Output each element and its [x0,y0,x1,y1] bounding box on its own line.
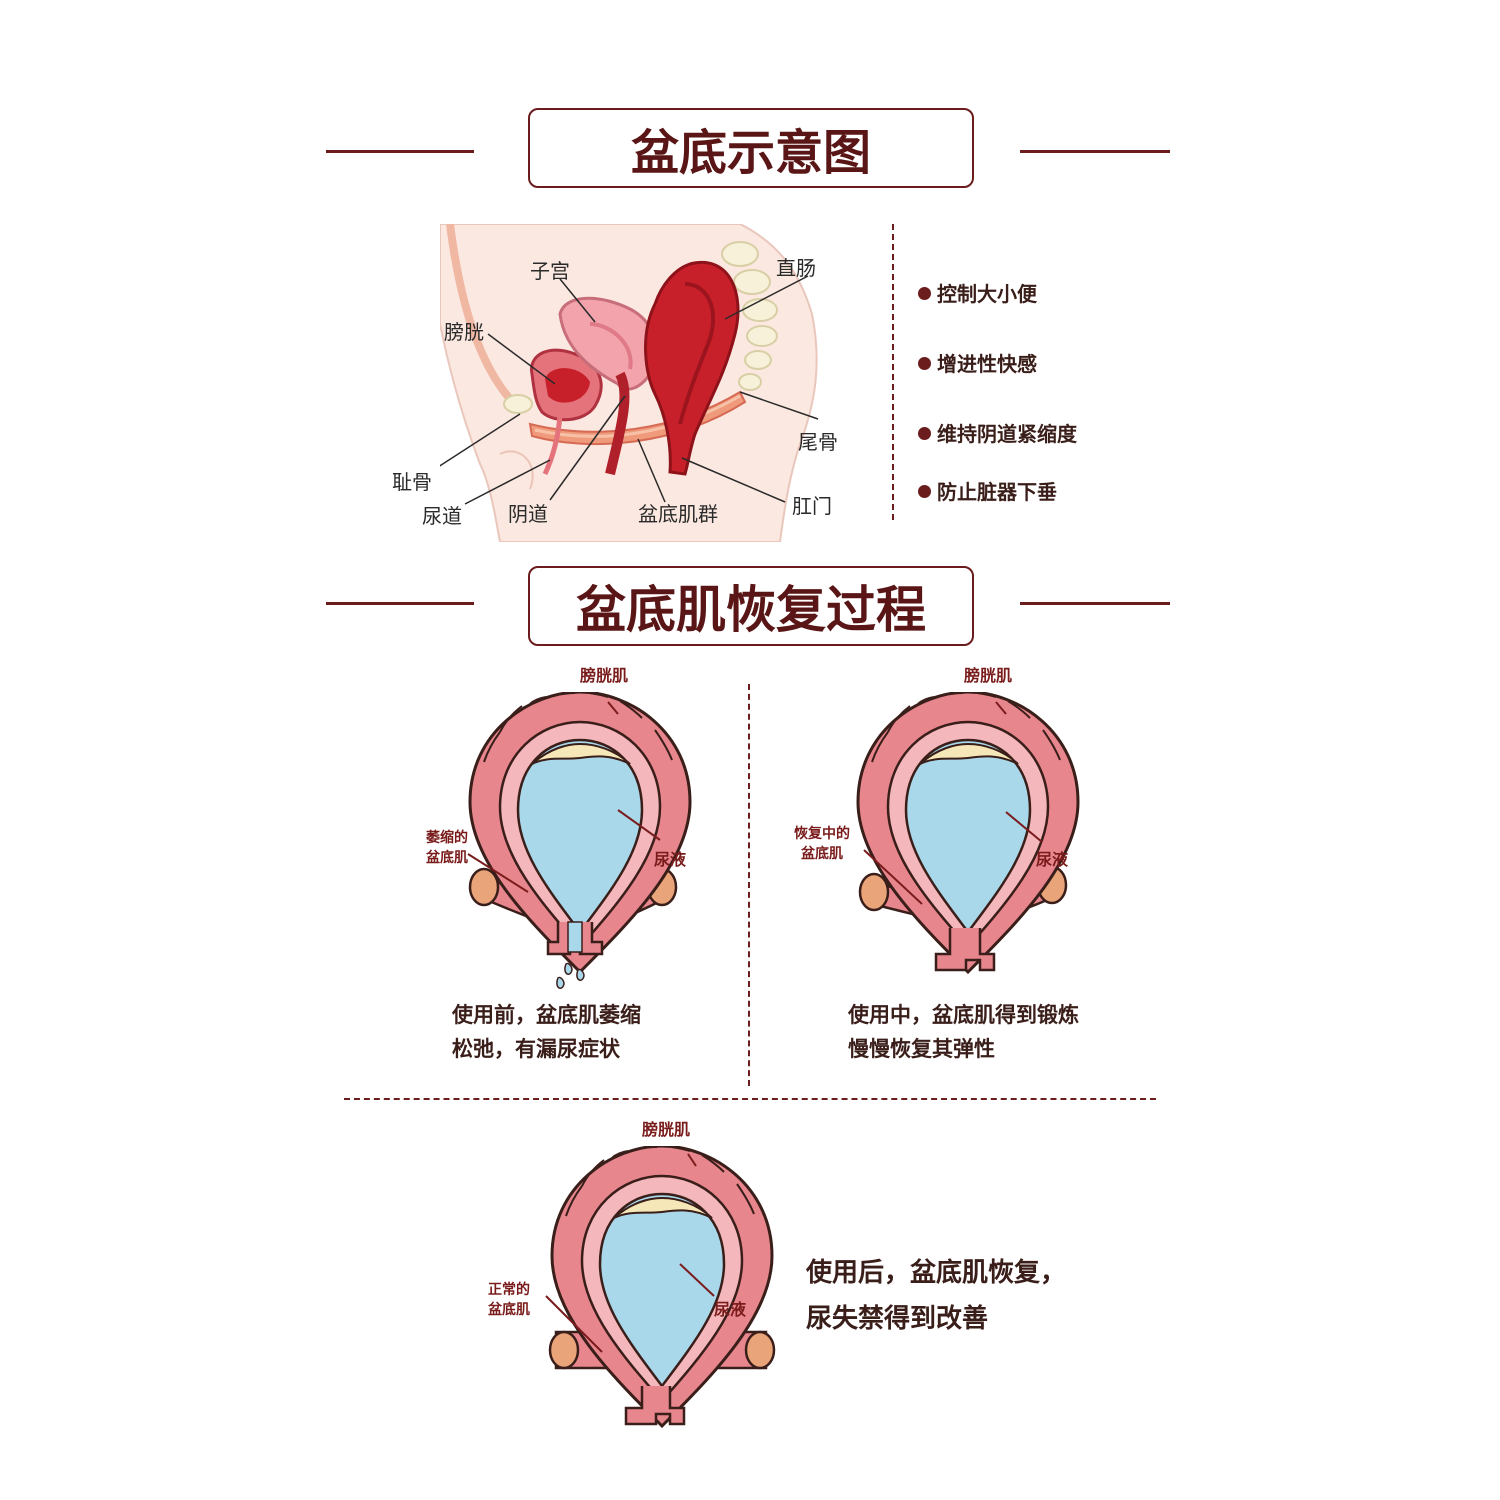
urine-drop [576,968,585,981]
title-rule-left-2 [326,602,474,605]
stage-caption: 使用中，盆底肌得到锻炼 慢慢恢复其弹性 [848,1003,1079,1061]
function-item: 维持阴道紧缩度 [918,418,1077,447]
title-rule-left [326,150,474,153]
section-title-box-2: 盆底肌恢复过程 [528,566,974,646]
stage-divider [748,684,750,1086]
label-floor-muscle: 萎缩的 盆底肌 [426,830,468,866]
label-bladder-muscle: 膀胱肌 [964,666,1013,685]
stage-row-divider [344,1098,1156,1100]
label-anus: 肛门 [792,494,832,518]
bullet-dot [918,485,931,498]
label-bladder: 膀胱 [444,320,484,344]
label-uterus: 子宫 [530,259,570,283]
label-vagina: 阴道 [508,502,548,526]
stage-caption: 使用前，盆底肌萎缩 松弛，有漏尿症状 [452,1003,641,1061]
pelvis-anatomy-illustration [440,224,819,542]
bullet-dot [918,427,931,440]
function-item: 增进性快感 [918,348,1037,377]
label-floor-muscle: 恢复中的 盆底肌 [794,826,850,862]
pubic-bone [503,394,533,414]
urine-drop [556,976,565,989]
title-rule-right-2 [1020,602,1170,605]
label-pelvic-floor: 盆底肌群 [638,502,718,526]
bladder-diagram-during [856,692,1080,974]
bullet-dot [918,357,931,370]
function-divider [892,224,894,520]
label-urine: 尿液 [714,1300,747,1319]
bullet-dot [918,287,931,300]
label-urine: 尿液 [654,850,687,869]
section-title-2: 盆底肌恢复过程 [576,581,926,639]
label-bladder-muscle: 膀胱肌 [580,666,629,685]
label-rectum: 直肠 [776,256,816,280]
stage-caption: 使用后，盆底肌恢复， 尿失禁得到改善 [806,1258,1067,1334]
urine-drop [564,962,573,975]
title-rule-right [1020,150,1170,153]
leader-lines [440,275,819,505]
section-title-box: 盆底示意图 [528,108,974,188]
function-item: 防止脏器下垂 [918,476,1057,505]
label-floor-muscle: 正常的 盆底肌 [488,1282,530,1318]
urethra [542,415,563,476]
bladder-diagram-after [545,1146,776,1428]
section-title: 盆底示意图 [630,125,871,181]
spine-vertebrae [721,241,778,391]
label-urine: 尿液 [1036,850,1069,869]
bladder-diagram-before [467,692,692,989]
vagina [605,371,630,476]
label-bladder-muscle: 膀胱肌 [642,1120,691,1139]
function-item: 控制大小便 [918,278,1037,307]
label-urethra: 尿道 [422,504,462,528]
label-pubis: 耻骨 [392,470,432,494]
label-coccyx: 尾骨 [798,430,838,454]
